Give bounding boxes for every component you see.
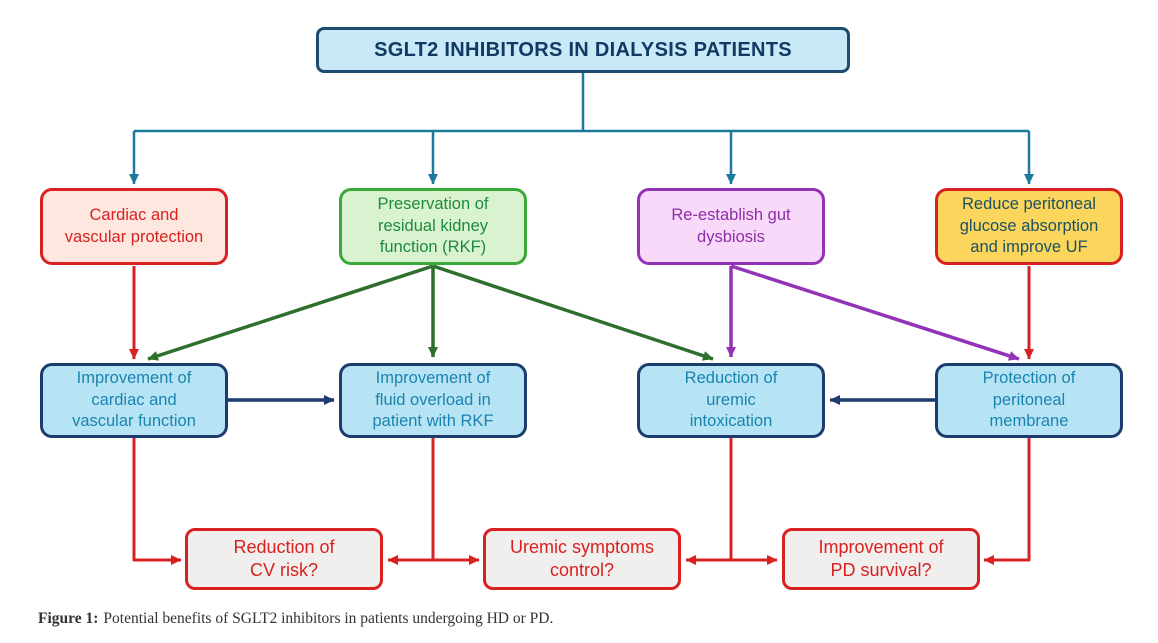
edge-rkf-to-uremic-intoxication [432, 264, 714, 361]
edge-cardiac-function-to-cv-risk [132, 438, 182, 565]
node-improvement-pd-survival: Improvement of PD survival? [782, 528, 980, 590]
title-box: SGLT2 INHIBITORS IN DIALYSIS PATIENTS [316, 27, 850, 73]
edge-rkf-to-cardiac-function [147, 264, 434, 361]
edge-fluid-overload-to-cv-risk [387, 438, 435, 565]
figure-caption-text: Potential benefits of SGLT2 inhibitors i… [103, 610, 554, 627]
node-preservation-rkf: Preservation of residual kidney function… [339, 188, 527, 265]
node-reestablish-gut-dysbiosis: Re-establish gut dysbiosis [637, 188, 825, 265]
node-improvement-fluid-overload: Improvement of fluid overload in patient… [339, 363, 527, 438]
edge-dysbiosis-to-peritoneal-membrane [730, 264, 1020, 361]
node-cardiac-vascular-protection: Cardiac and vascular protection [40, 188, 228, 265]
node-improvement-cardiac-vascular-function: Improvement of cardiac and vascular func… [40, 363, 228, 438]
node-reduction-uremic-intoxication: Reduction of uremic intoxication [637, 363, 825, 438]
node-reduce-peritoneal-glucose: Reduce peritoneal glucose absorption and… [935, 188, 1123, 265]
edge-membrane-to-pd-survival [983, 438, 1031, 565]
node-reduction-cv-risk: Reduction of CV risk? [185, 528, 383, 590]
node-uremic-symptoms-control: Uremic symptoms control? [483, 528, 681, 590]
figure-caption: Figure 1:Potential benefits of SGLT2 inh… [38, 610, 553, 628]
figure-caption-label: Figure 1: [38, 610, 99, 627]
node-protection-peritoneal-membrane: Protection of peritoneal membrane [935, 363, 1123, 438]
edge-uremic-to-symptom-control [685, 438, 733, 565]
